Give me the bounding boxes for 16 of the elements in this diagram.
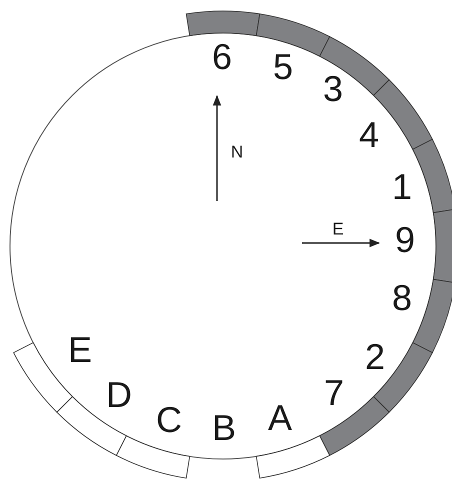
position-label: B [212, 410, 236, 446]
position-label: 1 [392, 169, 412, 205]
position-label: 2 [364, 339, 386, 375]
position-label: C [156, 402, 182, 438]
position-label: 8 [392, 280, 412, 316]
position-label: 6 [212, 39, 232, 75]
position-label: 9 [394, 222, 416, 258]
position-label: 7 [324, 375, 344, 411]
position-label: D [106, 377, 132, 413]
position-label: E [68, 332, 92, 368]
position-label: 3 [322, 71, 344, 107]
position-label: A [268, 400, 292, 436]
position-label: 5 [272, 49, 294, 85]
direction-label: N [230, 144, 244, 160]
direction-label: E [332, 220, 344, 238]
position-label: 4 [358, 117, 380, 153]
